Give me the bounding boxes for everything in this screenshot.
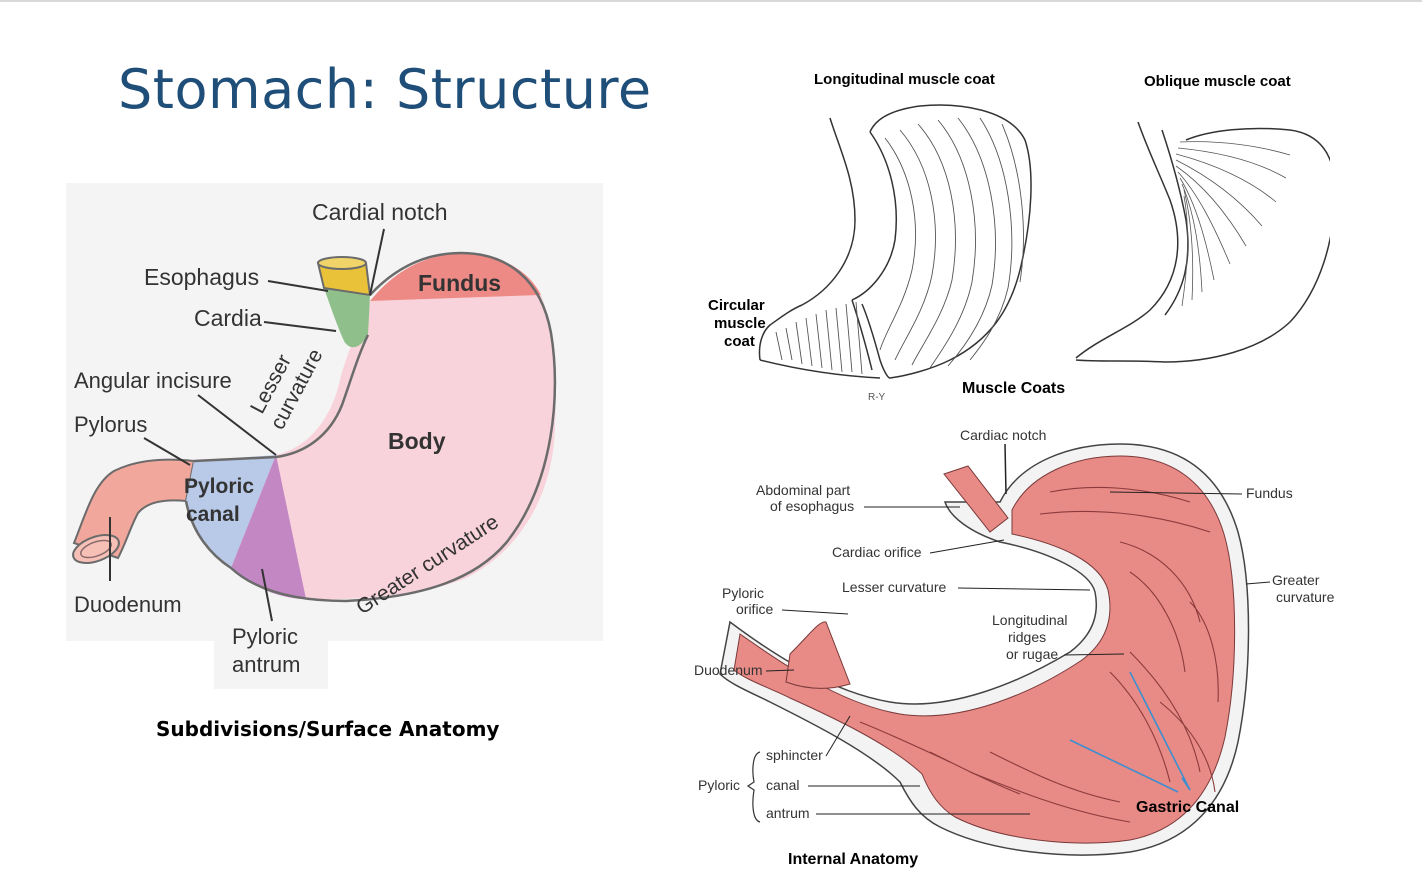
leader-cardiac-orifice — [929, 539, 1005, 554]
gastric-canal-arrows — [1069, 671, 1191, 793]
label-abdominal-2: of esophagus — [770, 498, 854, 514]
body-region — [276, 295, 556, 600]
esophagus-opening — [317, 256, 367, 270]
duodenum-ring — [80, 539, 112, 559]
label-pylorus: Pylorus — [74, 412, 147, 437]
label-cardiac-orifice: Cardiac orifice — [832, 544, 922, 560]
esophagus-part — [943, 465, 1009, 533]
label-internal-anatomy: Internal Anatomy — [788, 851, 918, 868]
duodenum-opening — [72, 534, 120, 564]
pyloric-brace — [746, 751, 761, 823]
label-pyloric-antrum-2: antrum — [232, 652, 300, 677]
label-circular-2: muscle — [714, 315, 766, 332]
label-cardial-notch: Cardial notch — [312, 199, 448, 225]
label-oblique-coat: Oblique muscle coat — [1144, 73, 1291, 90]
surface-anatomy-diagram: Cardial notch Esophagus Cardia Fundus An… — [66, 183, 603, 689]
label-canal: canal — [766, 777, 799, 793]
label-muscle-coats: Muscle Coats — [962, 380, 1065, 397]
oblique-stomach-drawing — [1075, 121, 1330, 363]
pyloric-canal-region — [186, 455, 276, 568]
leader-pylorus — [143, 437, 191, 466]
leader-lesser-curvature — [957, 587, 1091, 591]
leader-cardia — [263, 321, 337, 332]
label-sphincter: sphincter — [766, 747, 823, 763]
cardia-region — [324, 288, 370, 348]
label-greater-1: Greater — [1272, 572, 1320, 588]
label-antrum: antrum — [766, 805, 810, 821]
surface-caption: Subdivisions/Surface Anatomy — [156, 717, 500, 741]
label-duodenum-internal: Duodenum — [694, 662, 763, 678]
leader-sphincter — [825, 715, 851, 757]
duodenum-region — [72, 458, 196, 560]
leader-angular-incisure — [197, 394, 277, 456]
leader-pyloric-orifice — [781, 609, 849, 615]
label-rugae-2: ridges — [1008, 629, 1046, 645]
label-pyloric-canal-1: Pyloric — [184, 475, 254, 498]
label-circular-1: Circular — [708, 297, 765, 314]
label-longitudinal-coat: Longitudinal muscle coat — [814, 71, 995, 88]
label-lesser-curvature-internal: Lesser curvature — [842, 579, 946, 595]
longitudinal-stomach-drawing — [758, 104, 1032, 379]
leader-cardial-notch — [369, 228, 385, 296]
leader-esophagus — [267, 280, 329, 292]
top-border — [0, 0, 1422, 2]
label-angular-incisure: Angular incisure — [74, 368, 232, 393]
label-body: Body — [388, 428, 446, 454]
label-esophagus: Esophagus — [144, 264, 259, 290]
label-gastric-canal: Gastric Canal — [1136, 799, 1239, 816]
leader-fundus — [1109, 491, 1243, 495]
label-fundus: Fundus — [418, 270, 501, 296]
leader-cardiac-notch — [1004, 443, 1007, 495]
pyloric-antrum-region — [231, 455, 306, 599]
surface-background-tab — [214, 613, 328, 689]
internal-anatomy-diagram: Cardiac notch Abdominal part of esophagu… — [694, 427, 1335, 868]
rugae-texture — [859, 486, 1219, 823]
leader-duodenum-internal — [765, 669, 795, 672]
leader-pyloric-antrum — [261, 568, 273, 622]
leader-rugae — [1063, 653, 1125, 656]
label-pyloric-orifice-2: orifice — [736, 601, 774, 617]
label-greater-2: curvature — [1276, 589, 1335, 605]
muscle-coats-diagram: Longitudinal muscle coat Oblique muscle … — [708, 71, 1330, 403]
label-cardia: Cardia — [194, 305, 262, 331]
signature-text: R-Y — [868, 392, 886, 403]
label-pyloric-orifice-1: Pyloric — [722, 585, 764, 601]
label-pyloric-canal-2: canal — [186, 503, 240, 526]
label-cardiac-notch: Cardiac notch — [960, 427, 1046, 443]
label-pyloric-internal: Pyloric — [698, 777, 740, 793]
stomach-outline — [184, 251, 557, 603]
lesser-curvature-line — [193, 334, 370, 463]
mucosa-region — [733, 455, 1236, 844]
label-rugae-1: Longitudinal — [992, 612, 1068, 628]
label-abdominal-1: Abdominal part — [756, 482, 850, 498]
label-circular-3: coat — [724, 333, 755, 350]
slide-title: Stomach: Structure — [118, 58, 652, 121]
label-rugae-3: or rugae — [1006, 646, 1058, 662]
duodenum-part — [785, 621, 851, 689]
label-fundus-internal: Fundus — [1246, 485, 1293, 501]
leader-greater — [1245, 581, 1271, 585]
fundus-region — [370, 253, 541, 301]
label-pyloric-antrum-1: Pyloric — [232, 624, 298, 649]
label-duodenum: Duodenum — [74, 592, 182, 617]
